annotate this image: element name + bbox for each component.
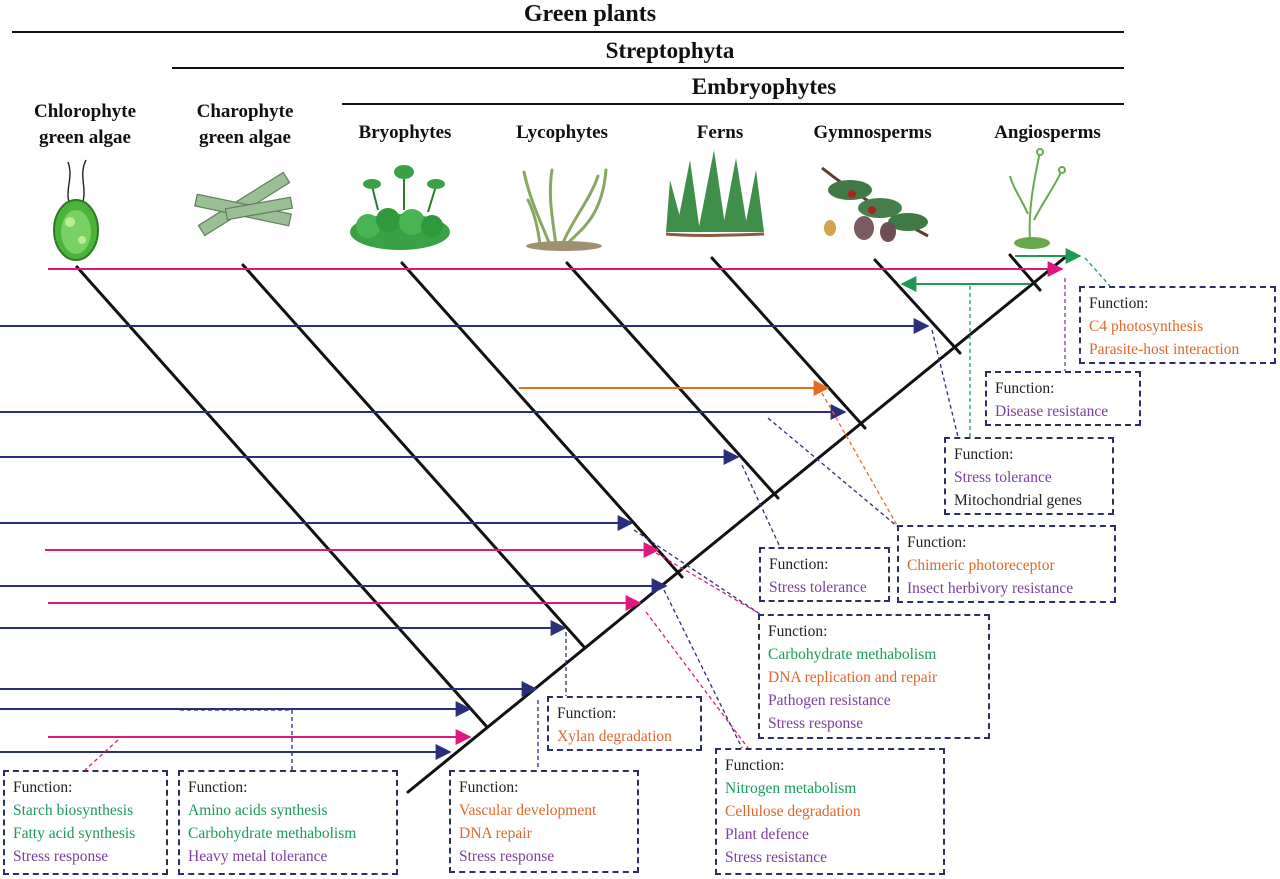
function-box-xylan: Function: Xylan degradation <box>547 696 702 751</box>
chlorophyte-alga-icon <box>53 159 99 261</box>
branch-bryophytes <box>400 261 684 579</box>
function-item: Cellulose degradation <box>725 803 861 820</box>
function-item: Amino acids synthesis <box>188 802 328 819</box>
gymnosperms-icon <box>821 166 929 242</box>
group-label-bryophytes: Bryophytes <box>358 122 452 143</box>
group-label-chlorophyte: Chlorophyte green algae <box>15 99 155 151</box>
branch-lycophytes <box>565 261 780 500</box>
function-box-disease: Function: Disease resistance <box>985 371 1141 426</box>
connector <box>633 529 761 615</box>
ferns-icon <box>665 150 765 237</box>
connector <box>663 589 743 749</box>
arrows-magenta <box>45 261 1064 745</box>
branch-gymnosperms <box>873 258 962 355</box>
function-box-chlorophyte: Function: Starch biosynthesis Fatty acid… <box>3 770 168 875</box>
function-title: Function: <box>188 779 248 796</box>
function-item: Nitrogen metabolism <box>725 780 857 797</box>
bryophytes-icon <box>350 165 450 250</box>
header-embryophytes: Embryophytes <box>691 74 837 99</box>
arrows-navy <box>0 318 930 760</box>
function-item: Starch biosynthesis <box>13 802 134 819</box>
group-label-line: Chlorophyte <box>33 101 137 122</box>
connector <box>84 739 119 771</box>
function-title: Function: <box>768 623 828 640</box>
group-label-gymnosperms: Gymnosperms <box>813 122 932 143</box>
arrows-green <box>900 248 1082 292</box>
function-box-charophyte: Function: Amino acids synthesis Carbohyd… <box>178 770 398 875</box>
group-label-ferns: Ferns <box>696 122 744 143</box>
function-title: Function: <box>907 534 967 551</box>
function-item: Heavy metal tolerance <box>188 848 328 865</box>
connectors <box>84 257 1111 771</box>
group-label-charophyte: Charophyte green algae <box>175 99 315 151</box>
function-item: Carbohydrate methabolism <box>188 825 357 842</box>
function-item: Disease resistance <box>995 403 1109 420</box>
charophyte-alga-icon <box>194 171 294 237</box>
connector <box>1084 257 1111 287</box>
clade-lines <box>12 31 1124 105</box>
function-item: Xylan degradation <box>557 728 672 745</box>
group-label-angiosperms: Angiosperms <box>994 122 1101 143</box>
connector <box>821 392 899 528</box>
branch-angiosperms <box>1008 253 1042 292</box>
branch-chlorophyte <box>75 265 489 729</box>
function-title: Function: <box>459 779 519 796</box>
function-box-vascular: Function: Vascular development DNA repai… <box>449 770 639 873</box>
function-item: Stress tolerance <box>954 469 1052 486</box>
function-title: Function: <box>769 556 829 573</box>
connector <box>931 329 959 438</box>
function-title: Function: <box>995 380 1055 397</box>
function-item: Stress response <box>13 848 109 865</box>
function-box-c4: Function: C4 photosynthesis Parasite-hos… <box>1079 286 1276 364</box>
function-box-mitochondrial: Function: Stress tolerance Mitochondrial… <box>944 437 1114 515</box>
function-item: Stress resistance <box>725 849 828 866</box>
function-item: Stress tolerance <box>769 579 867 596</box>
function-title: Function: <box>13 779 73 796</box>
function-item: Mitochondrial genes <box>954 492 1082 509</box>
function-item: Parasite-host interaction <box>1089 341 1240 358</box>
group-label-line: green algae <box>39 127 131 148</box>
group-label-line: green algae <box>199 127 291 148</box>
function-item: DNA repair <box>459 825 532 842</box>
group-label-lycophytes: Lycophytes <box>516 122 608 143</box>
function-title: Function: <box>954 446 1014 463</box>
function-item: Fatty acid synthesis <box>13 825 136 842</box>
branch-ferns <box>710 256 867 430</box>
function-box-photoreceptor: Function: Chimeric photoreceptor Insect … <box>897 525 1116 603</box>
function-item: Insect herbivory resistance <box>907 580 1074 597</box>
header-green-plants: Green plants <box>523 1 657 27</box>
function-item: Stress response <box>768 715 864 732</box>
header-streptophyta: Streptophyta <box>605 38 735 63</box>
connector <box>180 709 293 770</box>
function-box-nitrogen: Function: Nitrogen metabolism Cellulose … <box>715 748 945 875</box>
lycophytes-icon <box>522 168 608 251</box>
group-label-line: Charophyte <box>196 101 294 122</box>
connector <box>767 417 899 528</box>
tree-backbone <box>406 253 1070 794</box>
function-item: Chimeric photoreceptor <box>907 557 1055 574</box>
connector <box>655 552 761 615</box>
connector <box>645 611 749 749</box>
function-box-stress-tolerance: Function: Stress tolerance <box>759 547 890 602</box>
function-item: Pathogen resistance <box>768 692 891 709</box>
function-box-carbohydrate: Function: Carbohydrate methabolism DNA r… <box>758 614 990 739</box>
function-title: Function: <box>725 757 785 774</box>
function-item: Stress response <box>459 848 555 865</box>
function-title: Function: <box>557 705 617 722</box>
function-title: Function: <box>1089 295 1149 312</box>
angiosperms-icon <box>1009 148 1066 249</box>
function-item: Vascular development <box>459 802 597 819</box>
connector <box>741 464 781 548</box>
function-item: C4 photosynthesis <box>1089 318 1204 335</box>
function-item: DNA replication and repair <box>768 669 938 686</box>
function-item: Plant defence <box>725 826 809 843</box>
function-item: Carbohydrate methabolism <box>768 646 937 663</box>
